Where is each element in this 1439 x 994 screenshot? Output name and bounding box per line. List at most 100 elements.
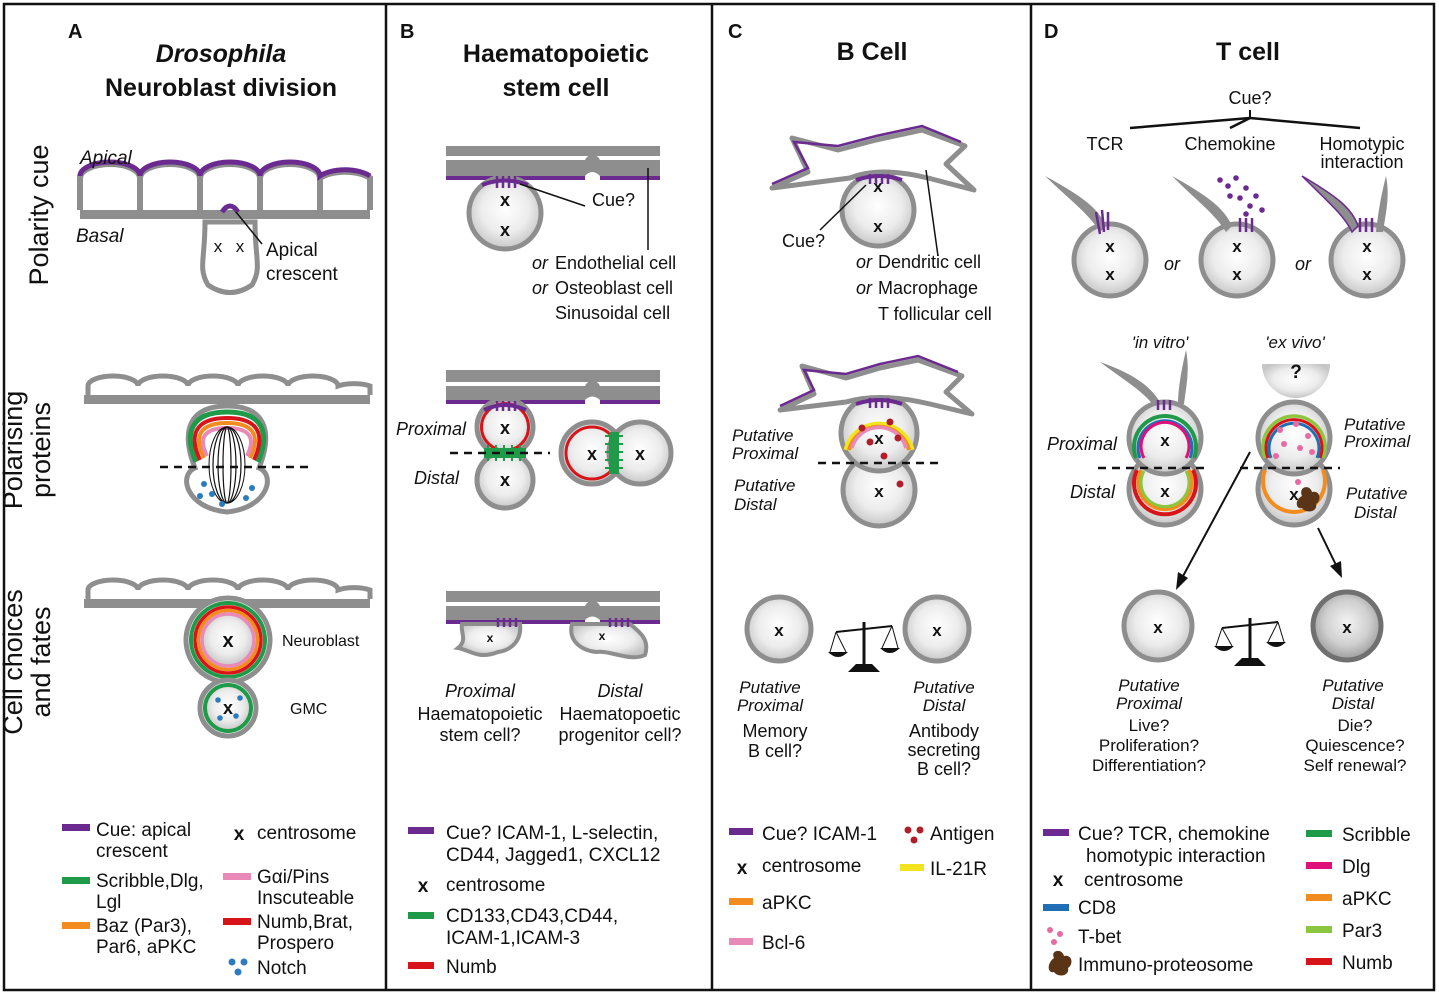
t-cell-in-vitro: x x	[1098, 350, 1210, 528]
centrosome-icon: x	[873, 177, 883, 196]
legend-text: Notch	[257, 958, 307, 979]
panel-b-title-1: Haematopoietic	[463, 40, 649, 68]
label-tfollicular: T follicular cell	[878, 304, 992, 324]
panel-a-title-2: Neuroblast division	[105, 74, 337, 102]
label-chemokine: Chemokine	[1184, 134, 1275, 154]
legend-text: crescent	[96, 841, 169, 862]
centrosome-icon: x	[234, 824, 245, 845]
legend-text: CD44, Jagged1, CXCL12	[446, 845, 660, 866]
legend-text: IL-21R	[930, 859, 987, 880]
centrosome-icon: x	[500, 190, 510, 210]
label-putative-distal-d-2: Distal	[1354, 503, 1398, 522]
swatch-cd8	[1043, 904, 1069, 911]
legend-text: Gαi/Pins	[257, 867, 329, 888]
fate-b-proximal-1: Proximal	[445, 681, 516, 701]
legend-text: CD8	[1078, 898, 1116, 919]
label-tcr: TCR	[1087, 134, 1124, 154]
b-cell-dividing: x x	[777, 354, 975, 529]
balance-scale-icon	[828, 622, 900, 672]
centrosome-icon: x	[1232, 237, 1242, 256]
legend-b: Cue? ICAM-1, L-selectin, CD44, Jagged1, …	[408, 823, 660, 978]
label-macrophage: Macrophage	[878, 278, 978, 298]
label-homotypic-1: Homotypic	[1319, 134, 1404, 154]
centrosome-icon: x	[236, 237, 245, 256]
label-cue-d: Cue?	[1228, 88, 1271, 108]
swatch-numb	[1306, 958, 1332, 965]
or-c-2: or	[856, 278, 873, 298]
label-proximal-d: Proximal	[1047, 434, 1118, 454]
label-sinusoidal: Sinusoidal cell	[555, 303, 670, 323]
antigen-dot-icon	[904, 826, 912, 834]
legend-text: Par6, aPKC	[96, 937, 196, 958]
fate-d-proximal-4: Proliferation?	[1099, 736, 1199, 755]
legend-a: Cue: apical crescent Scribble,Dlg, Lgl B…	[62, 820, 356, 979]
fate-b-distal-3: progenitor cell?	[558, 725, 681, 745]
legend-text: Baz (Par3),	[96, 916, 192, 937]
legend-text: centrosome	[446, 875, 545, 896]
label-in-vitro: 'in vitro'	[1132, 333, 1189, 352]
legend-text: T-bet	[1078, 927, 1122, 948]
or-d-1: or	[1164, 254, 1181, 274]
centrosome-icon: x	[774, 621, 784, 640]
label-putative-proximal-c-1: Putative	[732, 426, 793, 445]
centrosome-icon: x	[1342, 618, 1352, 637]
fate-c-distal-5: B cell?	[917, 759, 971, 779]
swatch-pins	[223, 873, 251, 880]
hsc-niche-cue: x x	[446, 146, 660, 252]
swatch-cd	[408, 912, 434, 919]
panel-b: B Haematopoietic stem cell x x Cue? or E…	[396, 21, 682, 978]
fate-c-distal-3: Antibody	[909, 721, 979, 741]
label-distal-d: Distal	[1070, 482, 1116, 502]
panel-letter-c: C	[728, 21, 742, 43]
fate-b-distal-1: Distal	[597, 681, 643, 701]
row-label-polarising-1: Polarising	[0, 391, 28, 510]
centrosome-icon: x	[599, 629, 606, 643]
label-putative-distal-c-2: Distal	[734, 495, 778, 514]
label-osteoblast: Osteoblast cell	[555, 278, 673, 298]
row-label-polarity-cue: Polarity cue	[24, 144, 54, 285]
centrosome-icon: x	[222, 630, 233, 652]
row-label-polarising-2: proteins	[26, 402, 56, 498]
centrosome-icon: x	[587, 444, 597, 464]
swatch-cue	[1043, 829, 1069, 836]
label-putative-proximal-d-1: Putative	[1344, 415, 1405, 434]
centrosome-icon: x	[635, 444, 645, 464]
t-cell-fates: x x	[1121, 589, 1384, 666]
legend-c: Cue? ICAM-1 x centrosome aPKC Bcl-6 Anti…	[729, 824, 994, 954]
fate-c-proximal-4: B cell?	[748, 741, 802, 761]
centrosome-icon: x	[1160, 431, 1170, 450]
notch-dot-icon	[228, 958, 236, 966]
t-cell-cues: x x x x x x	[1045, 175, 1406, 299]
centrosome-icon: x	[873, 217, 883, 236]
centrosome-icon: x	[1105, 265, 1115, 284]
swatch-numb	[408, 962, 434, 969]
swatch-apkc	[1306, 894, 1332, 901]
hsc-fates: x x	[446, 591, 660, 660]
swatch-il21r	[900, 864, 924, 871]
label-putative-proximal-c-2: Proximal	[732, 444, 799, 463]
legend-text: Antigen	[930, 824, 994, 845]
swatch-bcl6	[729, 938, 753, 945]
centrosome-icon: x	[214, 237, 223, 256]
b-cell-fates: x x	[744, 594, 972, 672]
centrosome-icon: x	[1362, 265, 1372, 284]
legend-text: Numb,Brat,	[257, 912, 353, 933]
centrosome-icon: x	[932, 621, 942, 640]
t-cell-ex-vivo: ? x	[1240, 362, 1340, 528]
legend-text: Cue: apical	[96, 820, 191, 841]
legend-text: aPKC	[762, 893, 812, 914]
label-cue-b: Cue?	[592, 190, 635, 210]
centrosome-icon: x	[1289, 485, 1299, 504]
panel-letter-a: A	[68, 21, 82, 43]
panel-d: D T cell Cue? TCR Chemokine Homotypic in…	[1043, 21, 1411, 976]
fate-d-proximal-3: Live?	[1129, 716, 1170, 735]
legend-text: homotypic interaction	[1086, 846, 1266, 867]
centrosome-icon: x	[874, 482, 884, 501]
fate-d-distal-3: Die?	[1338, 716, 1373, 735]
hsc-dividing: x x x x	[446, 370, 674, 511]
legend-text: CD133,CD43,CD44,	[446, 906, 618, 927]
centrosome-icon: x	[1160, 482, 1170, 501]
row-label-choices-1: Cell choices	[0, 589, 28, 735]
